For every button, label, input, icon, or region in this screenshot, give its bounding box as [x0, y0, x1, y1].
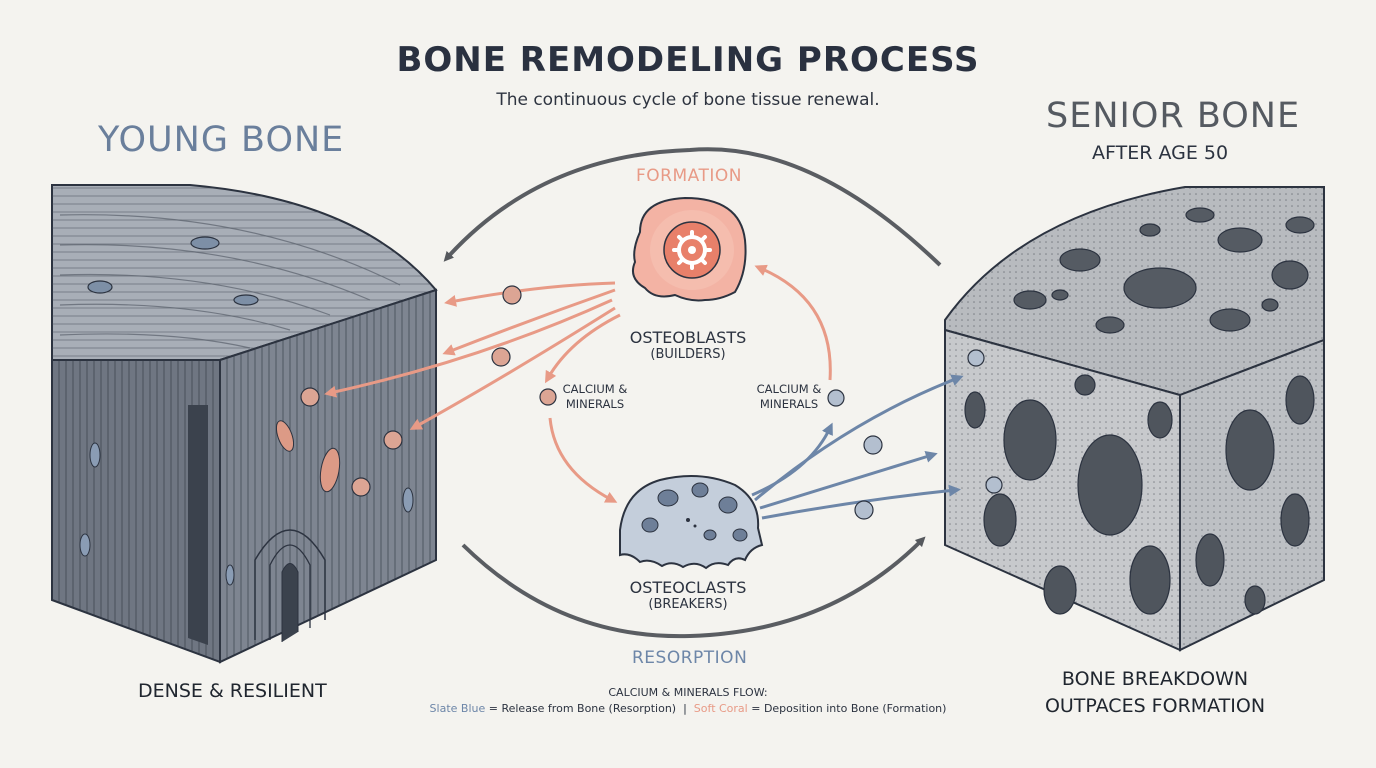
senior-bone-illustration: [944, 186, 1325, 652]
minerals-left-line1: CALCIUM &: [562, 382, 628, 396]
young-bone-title: YOUNG BONE: [98, 120, 345, 160]
page-title: BONE REMODELING PROCESS: [396, 40, 980, 80]
page-subtitle: The continuous cycle of bone tissue rene…: [496, 90, 880, 110]
formation-label: FORMATION: [636, 166, 742, 186]
mineral-particles-blue: [827, 349, 1003, 520]
senior-bone-caption: BONE BREAKDOWN OUTPACES FORMATION: [1000, 666, 1310, 720]
osteoblasts-role: (BUILDERS): [650, 347, 726, 362]
young-bone-caption: DENSE & RESILIENT: [138, 680, 327, 702]
osteoclasts-label: OSTEOCLASTS (BREAKERS): [598, 578, 778, 612]
legend-line: Slate Blue = Release from Bone (Resorpti…: [0, 702, 1376, 715]
minerals-right-line1: CALCIUM &: [756, 382, 822, 396]
osteoblast-cell: [632, 196, 747, 302]
osteoclast-cell: [619, 475, 764, 570]
gear-icon: [672, 230, 712, 270]
legend-blue-desc: = Release from Bone (Resorption): [485, 702, 677, 715]
osteoclasts-name: OSTEOCLASTS: [629, 578, 747, 597]
minerals-label-right: CALCIUM & MINERALS: [744, 382, 834, 412]
minerals-label-left: CALCIUM & MINERALS: [550, 382, 640, 412]
legend-coral-desc: = Deposition into Bone (Formation): [747, 702, 947, 715]
formation-flow-arrows: [324, 264, 832, 503]
legend-coral-key: Soft Coral: [693, 702, 748, 715]
senior-bone-subtitle: AFTER AGE 50: [1092, 142, 1229, 164]
osteoclasts-role: (BREAKERS): [648, 597, 728, 612]
legend-separator: |: [676, 702, 694, 715]
young-bone-illustration: [51, 184, 438, 664]
osteoblasts-name: OSTEOBLASTS: [629, 328, 747, 347]
osteoblasts-label: OSTEOBLASTS (BUILDERS): [598, 328, 778, 362]
legend-title: CALCIUM & MINERALS FLOW:: [608, 686, 768, 699]
cycle-arrow-bottom: [461, 536, 926, 639]
senior-bone-title: SENIOR BONE: [1046, 96, 1301, 136]
minerals-right-line2: MINERALS: [759, 397, 819, 411]
resorption-label: RESORPTION: [632, 648, 748, 668]
cycle-arrow-top: [443, 147, 942, 267]
senior-caption-line2: OUTPACES FORMATION: [1044, 695, 1266, 717]
legend-blue-key: Slate Blue: [429, 702, 486, 715]
minerals-left-line2: MINERALS: [565, 397, 625, 411]
mineral-particles-coral: [300, 285, 557, 497]
senior-caption-line1: BONE BREAKDOWN: [1061, 668, 1249, 690]
